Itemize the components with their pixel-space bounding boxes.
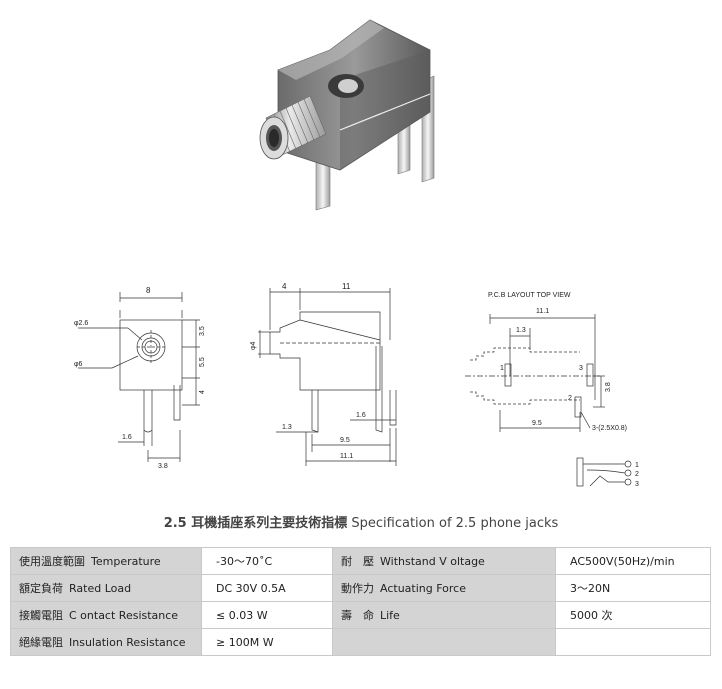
spec-label-en: Rated Load [69,582,132,595]
pcb-a-label: 1.3 [516,327,526,334]
spec-label: 額定負荷 Rated Load [10,574,202,602]
side-d1-label: 4 [282,282,287,291]
front-pin2-label: 3.8 [158,463,168,470]
table-row: 使用溫度範圍 Temperature -30～70˚C 耐 壓 Withstand … [10,547,711,575]
side-b2-label: 1.3 [282,424,292,431]
pcb-pad-3 [586,363,594,387]
side-b4-label: 11.1 [340,453,353,460]
table-row: 接觸電阻 C ontact Resistance ≤ 0.03 W 壽 命 Life… [10,601,711,629]
spec-label-zh: 耐 壓 [341,555,374,568]
front-outer-dia-label: φ2.6 [74,320,88,327]
table-row: 額定負荷 Rated Load DC 30V 0.5A 動作力 Actuating … [10,574,711,602]
spec-label-zh: 接觸電阻 [19,609,63,622]
side-d2-label: 11 [342,282,351,291]
spec-label: 接觸電阻 C ontact Resistance [10,601,202,629]
spec-label-en: Temperature [91,555,161,568]
spec-value [555,628,711,656]
spec-title: 2.5 耳機插座系列主要技術指標 Specification of 2.5 ph… [0,512,722,531]
schematic-pin3-label: 3 [635,481,639,488]
front-view-body [119,319,183,391]
pcb-pad-2 [574,396,582,418]
spec-label-zh: 額定負荷 [19,582,63,595]
spec-label-zh: 動作力 [341,582,374,595]
side-b3-label: 9.5 [340,437,350,444]
spec-value: DC 30V 0.5A [201,574,333,602]
front-width-label: 8 [146,286,151,295]
technical-drawings: 8 φ2.6 φ6 3.5 5.5 4 1.6 3.8 4 11 φ4 1.6 … [74,282,639,488]
spec-label-en: C ontact Resistance [69,609,179,622]
spec-title-zh: 2.5 耳機插座系列主要技術指標 [163,516,348,531]
spec-value: ≤ 0.03 W [201,601,333,629]
spec-label: 壽 命 Life [332,601,556,629]
product-photo [259,19,435,211]
spec-value: 5000 次 [555,601,711,629]
spec-label-zh: 使用溫度範圍 [19,555,85,568]
front-pin1-label: 1.6 [122,434,132,441]
spec-label: 絕緣電阻 Insulation Resistance [10,628,202,656]
front-h2-label: 5.5 [199,357,206,367]
pcb-pin1-label: 1 [500,365,504,372]
spec-value: -30～70˚C [201,547,333,575]
front-h1-label: 3.5 [199,326,206,336]
spec-label-en: Insulation Resistance [69,636,186,649]
schematic-pin1-label: 1 [635,462,639,469]
front-inner-dia-label: φ6 [74,361,83,368]
table-row: 絕緣電阻 Insulation Resistance ≥ 100M W [10,628,711,656]
pcb-title: P.C.B LAYOUT TOP VIEW [488,292,571,299]
pcb-pin2-label: 2 [568,395,572,402]
front-h3-label: 4 [199,390,206,394]
side-dia-label: φ4 [250,341,257,350]
spec-label: 耐 壓 Withstand V oltage [332,547,556,575]
pcb-pin3-label: 3 [579,365,583,372]
spec-label-zh: 壽 命 [341,609,374,622]
pcb-note-label: 3-(2.5X0.8) [592,425,627,432]
spec-value: 3～20N [555,574,711,602]
pcb-v-label: 3.8 [605,382,612,392]
pcb-b-label: 9.5 [532,420,542,427]
spec-label: 動作力 Actuating Force [332,574,556,602]
spec-label [332,628,556,656]
pcb-width-label: 11.1 [536,308,549,315]
spec-label-en: Life [380,609,400,622]
pcb-pad-1 [504,363,512,387]
spec-title-en: Specification of 2.5 phone jacks [351,516,559,531]
spec-value: ≥ 100M W [201,628,333,656]
side-b1-label: 1.6 [356,412,366,419]
spec-table: 使用溫度範圍 Temperature -30～70˚C 耐 壓 Withstand … [10,547,711,656]
spec-label: 使用溫度範圍 Temperature [10,547,202,575]
spec-value: AC500V(50Hz)/min [555,547,711,575]
spec-label-zh: 絕緣電阻 [19,636,63,649]
side-view-body [269,311,381,391]
spec-label-en: Actuating Force [380,582,466,595]
spec-label-en: Withstand V oltage [380,555,485,568]
schematic-pin2-label: 2 [635,471,639,478]
